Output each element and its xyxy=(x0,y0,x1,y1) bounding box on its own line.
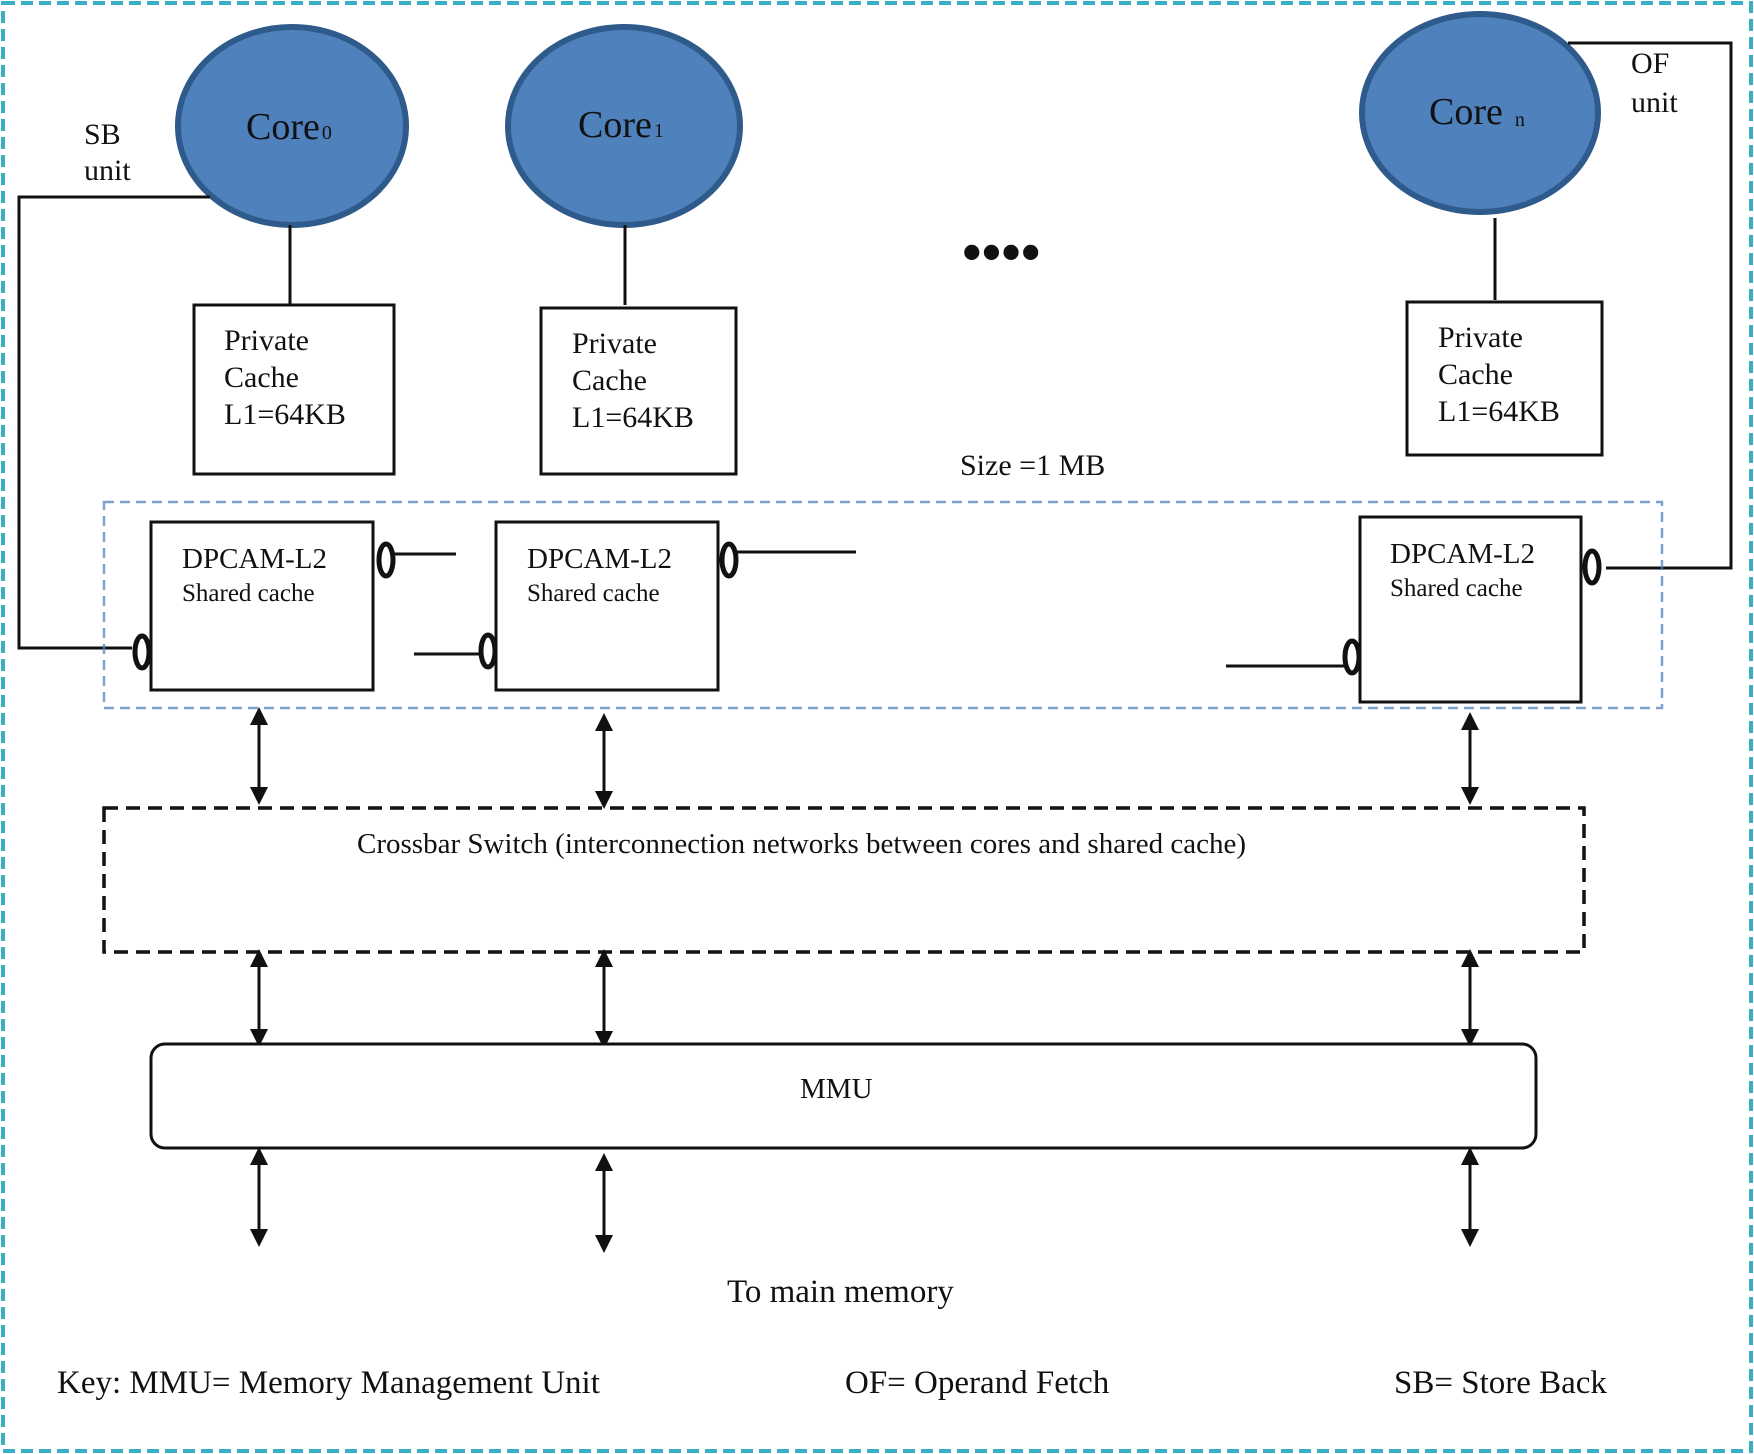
private-cache-0-line1: Private xyxy=(224,324,309,357)
dpcam-0-title: DPCAM-L2 xyxy=(182,543,327,575)
private-cache-0-line3: L1=64KB xyxy=(224,398,346,431)
of-unit-label-line1: OF xyxy=(1631,47,1669,80)
core-n xyxy=(1359,11,1601,215)
dpcam-n-subtitle: Shared cache xyxy=(1390,575,1523,602)
core-0 xyxy=(175,24,409,228)
core-1-subscript: 1 xyxy=(654,120,664,142)
of-unit-label-line2: unit xyxy=(1631,86,1678,119)
core-0-subscript: 0 xyxy=(322,122,332,144)
private-cache-n-line2: Cache xyxy=(1438,358,1513,391)
shared-cache-region xyxy=(102,500,1664,710)
dpcam-1-right-port xyxy=(719,541,739,579)
main-memory-label: To main memory xyxy=(727,1274,954,1310)
mmu-label: MMU xyxy=(800,1073,873,1105)
dpcam-n-title: DPCAM-L2 xyxy=(1390,538,1535,570)
sb-unit-label-line1: SB xyxy=(84,118,121,151)
private-cache-0 xyxy=(192,303,396,476)
key-of: OF= Operand Fetch xyxy=(845,1365,1110,1401)
sb-unit-wire xyxy=(17,195,210,650)
private-cache-n-line1: Private xyxy=(1438,321,1523,354)
dpcam-1 xyxy=(494,520,720,692)
private-cache-1 xyxy=(539,306,738,476)
private-cache-1-line3: L1=64KB xyxy=(572,401,694,434)
dpcam-n-right-port xyxy=(1582,548,1602,586)
private-cache-1-line1: Private xyxy=(572,327,657,360)
core-0-label: Core xyxy=(246,106,320,148)
sb-unit-label-line2: unit xyxy=(84,154,131,187)
key-sb: SB= Store Back xyxy=(1394,1365,1607,1401)
private-cache-n-line3: L1=64KB xyxy=(1438,395,1560,428)
dpcam-n-left-port xyxy=(1342,638,1362,676)
mmu-box xyxy=(149,1042,1538,1150)
dpcam-1-subtitle: Shared cache xyxy=(527,580,660,607)
private-cache-1-line2: Cache xyxy=(572,364,647,397)
private-cache-n xyxy=(1405,300,1604,457)
ellipsis-dots: •••• xyxy=(962,222,1040,284)
dpcam-n xyxy=(1358,515,1583,704)
key-mmu: Key: MMU= Memory Management Unit xyxy=(57,1365,600,1401)
shared-size-label: Size =1 MB xyxy=(960,449,1105,482)
dpcam-0-left-port xyxy=(132,633,152,671)
dpcam-0-right-port xyxy=(376,541,396,579)
core-n-subscript: n xyxy=(1515,109,1525,131)
crossbar-switch xyxy=(102,806,1586,954)
dpcam-1-title: DPCAM-L2 xyxy=(527,543,672,575)
dpcam-0 xyxy=(149,520,375,692)
private-cache-0-line2: Cache xyxy=(224,361,299,394)
dpcam-0-subtitle: Shared cache xyxy=(182,580,315,607)
crossbar-label: Crossbar Switch (interconnection network… xyxy=(357,828,1246,860)
core-1-label: Core xyxy=(578,104,652,146)
of-unit-wire xyxy=(1568,41,1733,570)
dpcam-1-left-port xyxy=(478,632,498,670)
core-n-label: Core xyxy=(1429,91,1503,133)
